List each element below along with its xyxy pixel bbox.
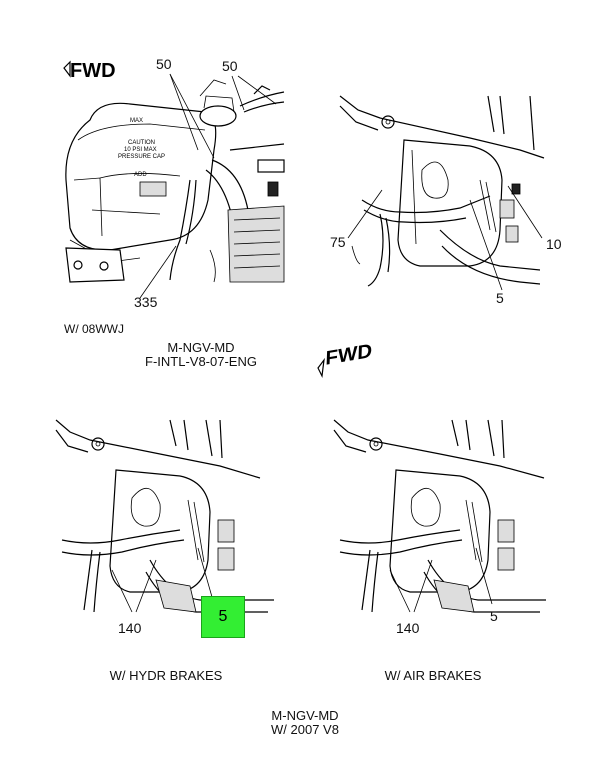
bottom-caption-line1: M-NGV-MD [271,708,339,723]
bottom-caption-line2: W/ 2007 V8 [271,722,339,737]
callout-50-left: 50 [156,56,172,72]
callout-75: 75 [330,234,346,250]
callout-10: 10 [546,236,562,252]
tank-add-text: ADD [134,172,147,178]
panel-top-right-drawing [339,95,545,291]
callout-140-right: 140 [396,620,420,636]
caption-air-brakes: W/ AIR BRAKES [384,668,482,683]
panel-bottom-right-drawing [333,419,546,613]
tank-caution-text: CAUTION [128,140,155,146]
callout-5-highlighted[interactable]: 5 [201,596,245,638]
center-caption-line2: F-INTL-V8-07-ENG [145,354,257,369]
tank-pressure-cap-text: PRESSURE CAP [118,154,166,160]
center-caption-line1: M-NGV-MD [167,340,235,355]
callout-5-highlighted-label: 5 [218,608,228,625]
fwd-label-top: FWD [70,60,116,82]
fwd-arrow-icon-mid [317,357,325,379]
fwd-arrow-icon-top [63,60,71,78]
tank-psi-text: 10 PSI MAX [124,147,157,153]
callout-5-top-right: 5 [496,290,504,306]
tank-max-text: MAX [130,118,144,124]
note-08wwj: W/ 08WWJ [64,322,124,336]
callout-140-left: 140 [118,620,142,636]
callout-50-right: 50 [222,58,238,74]
callout-5-bottom-right: 5 [490,608,498,624]
caption-hydr-brakes: W/ HYDR BRAKES [109,668,223,683]
panel-top-left-drawing [65,73,285,299]
callout-335: 335 [134,294,158,310]
panel-bottom-left-drawing [55,419,274,613]
